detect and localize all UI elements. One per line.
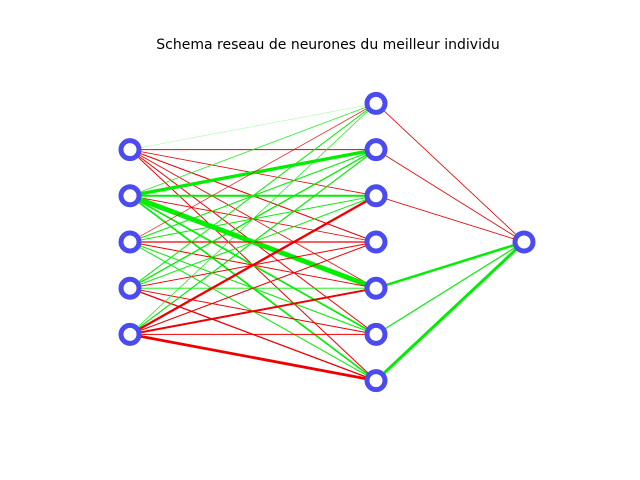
input-hidden-edge-4-0 (129, 103, 377, 335)
input-hidden-edge-4-1 (129, 149, 377, 335)
input-hidden-edge-0-0 (129, 103, 377, 150)
connection-edges (127, 102, 526, 383)
input-hidden-edge-4-4 (129, 287, 377, 336)
output-neuron-0 (512, 230, 536, 254)
hidden-output-edge-2-0 (375, 195, 525, 243)
hidden-neuron-5 (364, 322, 388, 346)
input-neuron-3 (118, 276, 142, 300)
input-hidden-edge-2-0 (129, 103, 377, 243)
input-neuron-4 (118, 322, 142, 346)
hidden-output-edge-5-0 (375, 241, 525, 335)
input-hidden-edge-1-0 (129, 103, 377, 197)
hidden-neuron-2 (364, 184, 388, 208)
input-hidden-edge-4-2 (128, 194, 378, 336)
hidden-output-edge-0-0 (375, 102, 525, 243)
input-hidden-edge-4-6 (128, 332, 378, 383)
hidden-neuron-0 (364, 91, 388, 115)
hidden-neuron-1 (364, 138, 388, 162)
hidden-output-edge-6-0 (374, 240, 526, 383)
hidden-output-edge-1-0 (375, 149, 525, 243)
hidden-neuron-4 (364, 276, 388, 300)
hidden-neuron-6 (364, 369, 388, 393)
input-neuron-1 (118, 184, 142, 208)
neuron-nodes (118, 91, 536, 393)
input-hidden-edge-4-3 (129, 241, 377, 335)
input-neuron-0 (118, 138, 142, 162)
input-hidden-edge-3-0 (129, 102, 377, 289)
input-neuron-2 (118, 230, 142, 254)
hidden-output-edge-4-0 (374, 240, 526, 290)
diagram-title: Schema reseau de neurones du meilleur in… (156, 37, 499, 53)
hidden-neuron-3 (364, 230, 388, 254)
